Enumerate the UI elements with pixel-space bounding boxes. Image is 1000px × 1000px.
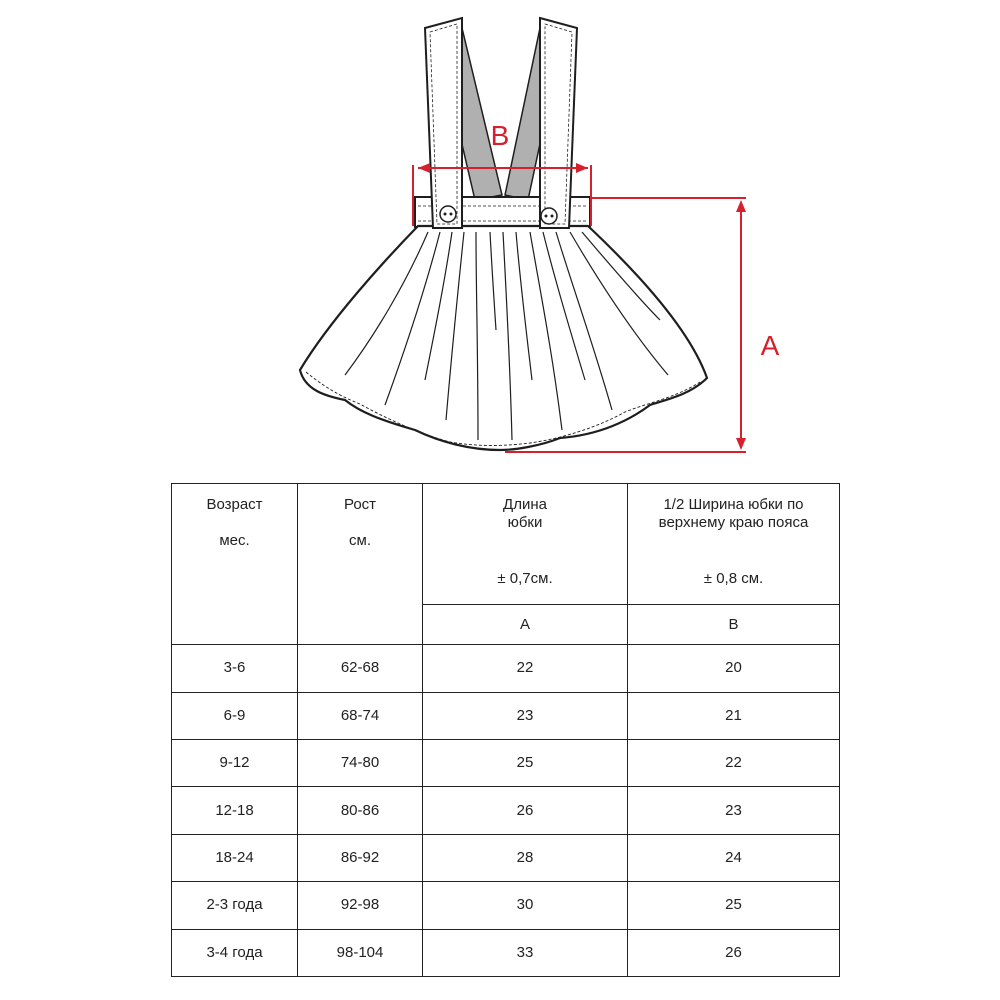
cell-height: 98-104	[297, 928, 423, 978]
table-row: 9-12 74-80 25 22	[171, 739, 840, 788]
label-a: A	[761, 330, 780, 361]
table-row: 3-4 года 98-104 33 26	[171, 928, 840, 978]
cell-a: 23	[422, 691, 628, 741]
header-height-unit: см.	[349, 532, 371, 549]
header-age: Возраст мес.	[171, 482, 298, 646]
cell-height: 86-92	[297, 833, 423, 883]
button-left-icon	[439, 205, 457, 223]
measure-a	[505, 197, 746, 453]
header-length-line1: Длина	[503, 496, 547, 513]
cell-height: 80-86	[297, 786, 423, 835]
table-row: 12-18 80-86 26 23	[171, 786, 840, 835]
header-width-tolerance: ± 0,8 см.	[703, 570, 764, 587]
cell-age: 2-3 года	[171, 881, 298, 930]
table-row: 2-3 года 92-98 30 25	[171, 881, 840, 930]
cell-age: 12-18	[171, 786, 298, 835]
pinafore-skirt-diagram: B A	[298, 16, 780, 453]
header-length-tolerance: ± 0,7см.	[497, 570, 553, 587]
cell-age: 18-24	[171, 833, 298, 883]
table-subheader-row: A B	[172, 603, 840, 646]
strap-right	[539, 16, 579, 229]
size-table: Возраст мес. Рост см. Длина юбки ± 0,7см…	[171, 482, 840, 978]
header-length: Длина юбки ± 0,7см.	[422, 483, 628, 605]
strap-left	[423, 16, 463, 229]
table-row: 6-9 68-74 23 21	[171, 691, 840, 741]
cell-b: 22	[627, 739, 840, 788]
header-height-label: Рост	[343, 496, 377, 513]
header-code-a: A	[422, 603, 628, 646]
cell-a: 25	[422, 739, 628, 788]
measure-b	[412, 163, 592, 226]
cell-a: 33	[422, 928, 628, 978]
cell-b: 23	[627, 786, 840, 835]
cell-age: 6-9	[171, 691, 298, 741]
cell-b: 26	[627, 928, 840, 978]
cell-height: 62-68	[297, 644, 423, 693]
header-code-b: B	[627, 603, 840, 646]
table-header-row: Возраст мес. Рост см. Длина юбки ± 0,7см…	[171, 482, 840, 646]
cell-a: 22	[422, 644, 628, 693]
cell-height: 74-80	[297, 739, 423, 788]
header-height: Рост см.	[297, 482, 423, 646]
cell-b: 20	[627, 644, 840, 693]
header-age-label: Возраст	[206, 496, 263, 513]
table-row: 3-6 62-68 22 20	[171, 644, 840, 693]
cell-a: 30	[422, 881, 628, 930]
cell-height: 92-98	[297, 881, 423, 930]
cell-age: 3-4 года	[171, 928, 298, 978]
header-width-line1: 1/2 Ширина юбки по	[663, 496, 804, 513]
header-width: 1/2 Ширина юбки по верхнему краю пояса ±…	[627, 483, 840, 605]
cell-b: 21	[627, 691, 840, 741]
button-right-icon	[540, 207, 558, 225]
cell-b: 24	[627, 833, 840, 883]
cell-a: 28	[422, 833, 628, 883]
cell-a: 26	[422, 786, 628, 835]
table-row: 18-24 86-92 28 24	[171, 833, 840, 883]
skirt-body	[298, 224, 709, 452]
header-width-line2: верхнему краю пояса	[658, 514, 809, 531]
label-b: B	[491, 120, 510, 151]
cell-age: 3-6	[171, 644, 298, 693]
cell-b: 25	[627, 881, 840, 930]
header-length-line2: юбки	[507, 514, 543, 531]
header-age-unit: мес.	[219, 532, 250, 549]
skirt-pleats	[344, 231, 669, 441]
cell-height: 68-74	[297, 691, 423, 741]
cell-age: 9-12	[171, 739, 298, 788]
